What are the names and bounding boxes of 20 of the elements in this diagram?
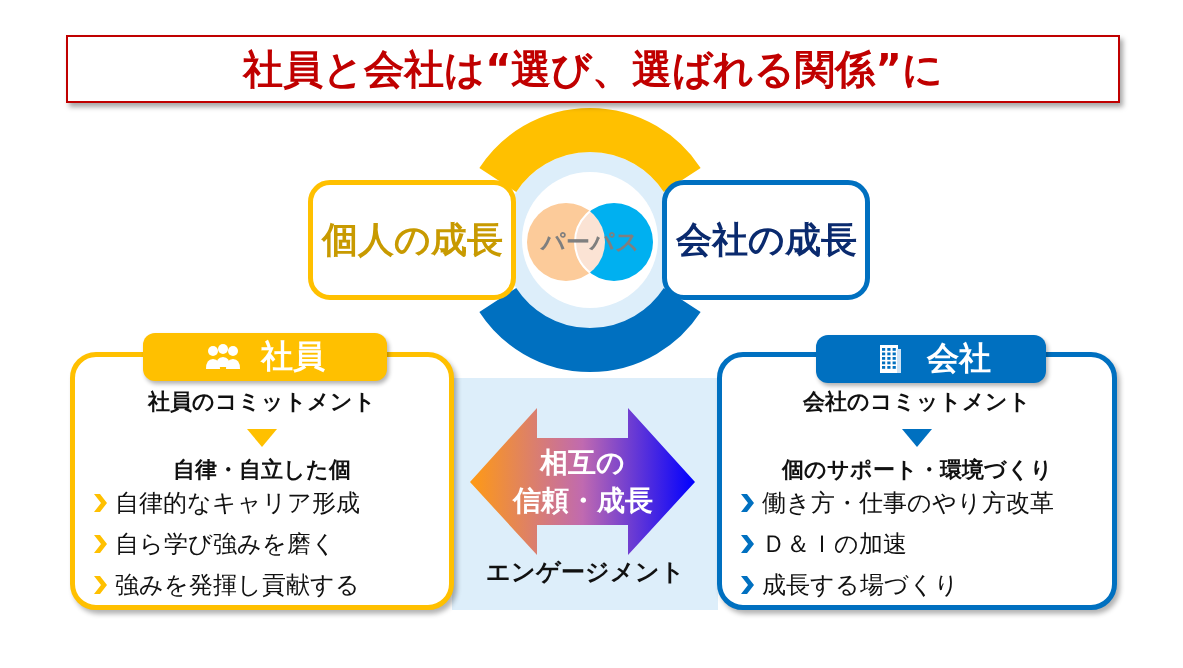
goal-heading: 個のサポート・環境づくり	[780, 456, 1054, 484]
bullet-text: 自ら学び強みを磨く	[115, 529, 336, 560]
engagement-label: エンゲージメント	[484, 557, 686, 588]
arrow-label: 相互の	[538, 445, 626, 481]
cycle-arc	[480, 108, 700, 194]
panel-title: 社員	[261, 336, 325, 377]
goal-heading: 自律・自立した個	[172, 456, 352, 484]
panel-title: 会社	[927, 338, 991, 379]
engagement-band	[452, 378, 718, 610]
commitment-heading: 会社のコミットメント	[802, 388, 1032, 416]
commitment-heading: 社員のコミットメント	[146, 388, 377, 416]
arrow-label: 信頼・成長	[511, 483, 654, 519]
growth-box: 会社の成長	[662, 180, 870, 300]
title-banner: 社員と会社は“選び、選ばれる関係”に	[66, 35, 1120, 103]
bullet-text: 働き方・仕事のやり方改革	[762, 488, 1054, 519]
bullet-text: Ｄ＆Ｉの加速	[762, 529, 907, 560]
bullet-text: 自律的なキャリア形成	[115, 488, 360, 519]
bullet-text: 成長する場づくり	[762, 570, 959, 601]
bullet-text: 強みを発揮し貢献する	[115, 570, 360, 601]
growth-box: 個人の成長	[308, 180, 516, 300]
